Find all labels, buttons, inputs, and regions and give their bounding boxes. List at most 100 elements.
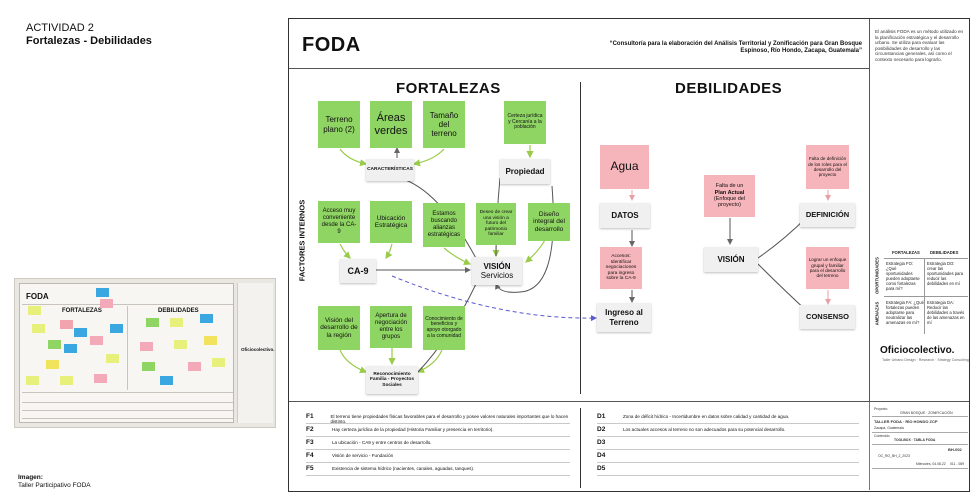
node-ingreso-terreno: Ingreso al Terreno (597, 303, 651, 332)
note-falta-definicion: Falta de definición de los roles para el… (806, 145, 849, 189)
photo-debilidades: DEBILIDADES (158, 308, 199, 314)
title-block-proyecto-label: Proyecto (874, 407, 888, 411)
node-ca9: CA-9 (340, 259, 376, 283)
photo-sticky-note (32, 324, 45, 333)
quadrant-fo: Estrategia FO: ¿Qué oportunidades pueden… (886, 261, 920, 291)
quadrant-line (924, 258, 925, 334)
note-conocimiento: Conocimiento de beneficios y apoyo otorg… (423, 306, 465, 350)
d-row: D4 (597, 452, 859, 463)
photo-sticky-note (188, 362, 201, 371)
title-block-contenido: TOOLBOX · TABLA FODA (894, 438, 936, 442)
photo-sticky-note (110, 324, 123, 333)
title-block-fecha: Miércoles, 04.08.22 (916, 462, 946, 466)
node-vision-servicios: VISIÓN Servicios (472, 257, 522, 285)
workshop-photo: FODA FORTALEZAS DEBILIDADES (14, 278, 276, 428)
photo-side-panel: Oficiocolectivo. (237, 283, 275, 423)
photo-sticky-note (48, 340, 61, 349)
center-divider (580, 82, 581, 394)
note-alianzas: Estamos buscando alianzas estratégicas (423, 203, 465, 247)
photo-sticky-note (204, 336, 217, 345)
activity-subtitle: Fortalezas - Debilidades (26, 35, 152, 47)
brand-tagline: Taller Urbano Design · Research · Strate… (882, 358, 969, 362)
note-ubicacion: Ubicación Estratégica (370, 201, 412, 243)
d-row: D2 Los actuales accesos al terreno no so… (597, 426, 859, 437)
d-row-key: D5 (597, 465, 606, 472)
note-vision-desarrollo: Visión del desarrollo de la región (318, 306, 360, 350)
f-row: F3 La ubicación - CA9 y entre centros de… (306, 439, 570, 450)
quadrant-col-fortalezas: FORTALEZAS (892, 250, 920, 255)
photo-sticky-note (146, 318, 159, 327)
falta-plan-line2: Plan Actual (714, 189, 745, 196)
title-block-code-left: OC_RO_BH_2_2023 (878, 454, 910, 458)
sidebar-divider (869, 19, 870, 401)
photo-line (22, 410, 233, 411)
vision-subtitle: Servicios (480, 271, 514, 280)
note-diseno-integral: Diseño integral del desarrollo (528, 203, 570, 241)
title-block-proyecto: GRAN BOSQUE · ZONIFICACIÓN (900, 411, 953, 415)
image-caption-text: Taller Participativo FODA (18, 482, 91, 489)
quadrant-da: Estrategia DA: Reducir las debilidades a… (927, 300, 965, 325)
activity-number: ACTIVIDAD 2 (26, 22, 94, 34)
note-accesos-ca9: Accesos: Identificar negociaciones para … (600, 247, 642, 289)
header-divider (289, 68, 869, 69)
photo-sticky-note (90, 336, 103, 345)
quadrant-do: Estrategia DO: crear las oportunidades p… (927, 261, 964, 286)
f-row-text: Existencia de sistema hídrico (nacientes… (332, 466, 475, 471)
quadrant-row-amenazas: AMENAZAS (874, 301, 880, 326)
title-block-ref: BH-002 (948, 447, 962, 452)
activity-title: ACTIVIDAD 2 Fortalezas - Debilidades (26, 22, 152, 48)
photo-sticky-note (100, 299, 113, 308)
f-row: F5 Existencia de sistema hídrico (nacien… (306, 465, 570, 476)
title-block-pagina: 011 - 089 (950, 462, 965, 466)
photo-sticky-note (64, 344, 77, 353)
title-block-line (872, 432, 968, 433)
note-agua: Agua (600, 145, 649, 189)
note-deseo-vision: Deseo de crear una visión a futuro del p… (476, 203, 516, 245)
f-row: F1 El terreno tiene propiedades físicas … (306, 413, 570, 424)
title-block-divider (869, 402, 870, 490)
quadrant-row-oportunidades: OPORTUNIDADES (874, 257, 880, 294)
quadrant-line (884, 258, 968, 259)
note-lograr-enfoque: Lograr un enfoque grupal y familiar para… (806, 247, 849, 289)
f-row: F4 Visión de servicio - Fundación (306, 452, 570, 463)
d-row: D5 (597, 465, 859, 476)
photo-sticky-note (160, 376, 173, 385)
node-datos: DATOS (600, 203, 650, 228)
debilidades-heading: DEBILIDADES (675, 80, 783, 97)
title-block: Proyecto GRAN BOSQUE · ZONIFICACIÓN TALL… (872, 404, 968, 488)
d-row-key: D2 (597, 426, 606, 433)
quadrant-line (884, 296, 968, 297)
photo-side-brand: Oficiocolectivo. (241, 347, 275, 352)
f-row-key: F2 (306, 426, 314, 433)
d-row-key: D1 (597, 413, 606, 420)
table-center-divider (580, 408, 581, 488)
d-row-key: D4 (597, 452, 606, 459)
title-block-line (872, 416, 968, 417)
quadrant-col-debilidades: DEBILIDADES (930, 250, 959, 255)
photo-sticky-note (46, 360, 59, 369)
photo-sticky-note (142, 362, 155, 371)
dashed-link-ca9-ingreso (391, 275, 597, 322)
note-areas-verdes: Áreas verdes (370, 101, 412, 148)
f-row-text: Visión de servicio - Fundación (332, 453, 394, 458)
photo-sticky-note (28, 306, 41, 315)
photo-sticky-note (94, 374, 107, 383)
falta-plan-line1: Falta de un (715, 183, 744, 190)
d-row-key: D3 (597, 439, 606, 446)
f-row-text: La ubicación - CA9 y entre centros de de… (332, 440, 432, 445)
f-row-key: F5 (306, 465, 314, 472)
fortalezas-heading: FORTALEZAS (396, 80, 501, 97)
note-falta-plan: Falta de un Plan Actual (Enfoque del pro… (704, 175, 755, 217)
green-curve-arrows (339, 145, 546, 374)
board-title: FODA (302, 34, 361, 56)
photo-sticky-note (74, 328, 87, 337)
title-block-contenido-label: Contenido (874, 434, 890, 438)
note-apertura: Apertura de negociación entre los grupos (370, 306, 412, 348)
note-certeza-juridica: Certeza jurídica y Cercanía a la poblaci… (504, 101, 546, 144)
vision-title: VISIÓN (483, 261, 511, 271)
node-consenso: CONSENSO (800, 305, 855, 329)
photo-sticky-note (170, 318, 183, 327)
quadrant-fa: Estrategia FA: ¿Qué fortalezas pueden ad… (886, 300, 924, 325)
photo-line (22, 402, 233, 403)
